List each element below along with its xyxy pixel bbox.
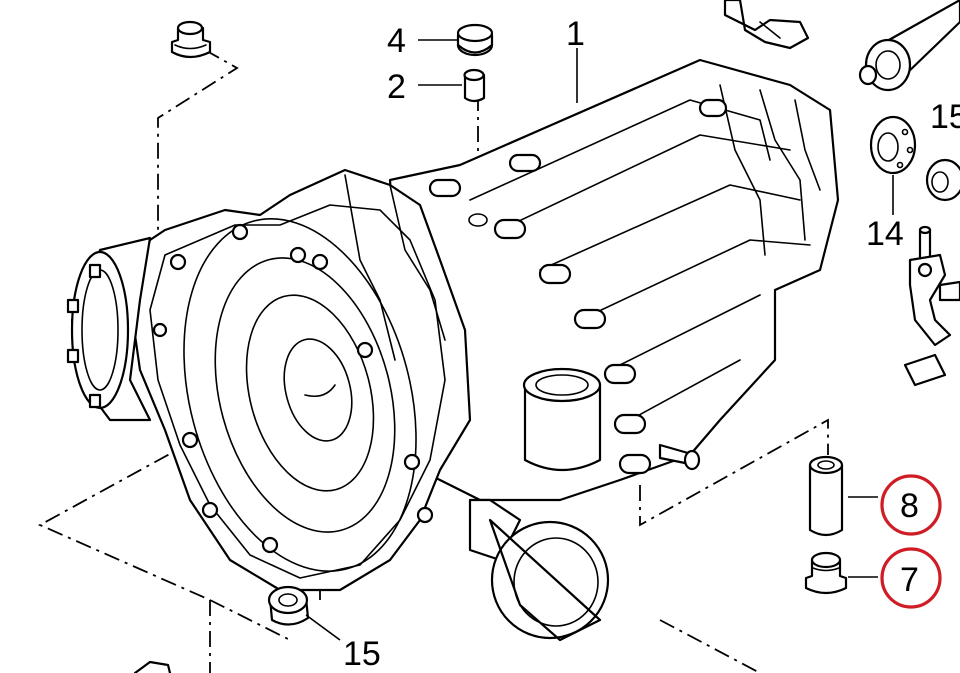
bearing-15-bottom bbox=[267, 585, 310, 626]
callout-1: 1 bbox=[566, 15, 585, 53]
plug-top-left bbox=[170, 20, 212, 59]
highlight-ring-7 bbox=[880, 547, 942, 609]
callout-14: 14 bbox=[866, 215, 904, 253]
plug-part-7 bbox=[804, 551, 848, 595]
transmission-housing bbox=[66, 58, 840, 642]
callout-8: 8 bbox=[900, 487, 919, 525]
callout-15-top: 15 bbox=[930, 98, 960, 136]
sleeve-part-8 bbox=[808, 455, 844, 537]
highlight-ring-8 bbox=[880, 474, 942, 536]
bearing-14 bbox=[869, 115, 917, 175]
lever-assembly-right bbox=[903, 225, 960, 387]
bearing-15-top bbox=[925, 158, 960, 202]
callout-2: 2 bbox=[387, 68, 406, 106]
partial-part-bottom-left bbox=[133, 660, 172, 673]
cap-part-4 bbox=[456, 23, 494, 57]
callout-leaders bbox=[305, 39, 894, 641]
callout-4: 4 bbox=[387, 22, 406, 60]
pin-part-2 bbox=[463, 68, 486, 103]
callout-7: 7 bbox=[900, 561, 919, 599]
bracket-top-right bbox=[723, 0, 810, 50]
gear-shaft-top-right bbox=[858, 0, 960, 92]
callout-15-bottom: 15 bbox=[343, 635, 381, 673]
